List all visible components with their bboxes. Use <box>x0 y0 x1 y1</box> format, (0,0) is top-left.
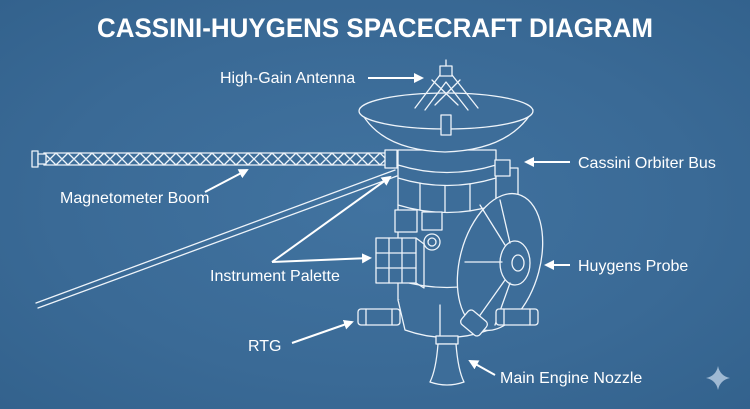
instrument-palette <box>375 237 425 289</box>
label-orbiter-bus: Cassini Orbiter Bus <box>578 155 716 172</box>
arrow-palette-lower <box>271 253 372 264</box>
label-instrument-palette: Instrument Palette <box>210 268 340 285</box>
label-high-gain-antenna: High-Gain Antenna <box>220 70 355 87</box>
label-huygens-probe: Huygens Probe <box>578 258 688 275</box>
high-gain-antenna <box>358 59 534 153</box>
sparkle-icon <box>706 366 730 390</box>
main-engine-nozzle <box>429 335 465 386</box>
label-rtg: RTG <box>248 338 281 355</box>
magnetometer-boom <box>31 149 405 169</box>
arrow-boom <box>204 169 249 193</box>
arrow-palette-upper <box>271 175 392 263</box>
rtg-units <box>357 308 539 337</box>
diagram-title: CASSINI-HUYGENS SPACECRAFT DIAGRAM <box>97 13 653 43</box>
label-magnetometer-boom: Magnetometer Boom <box>60 190 209 207</box>
arrow-rtg <box>291 319 354 344</box>
arrow-nozzle <box>468 360 496 376</box>
antenna-rod <box>35 169 398 309</box>
label-main-engine-nozzle: Main Engine Nozzle <box>500 370 642 387</box>
huygens-probe <box>456 192 544 332</box>
